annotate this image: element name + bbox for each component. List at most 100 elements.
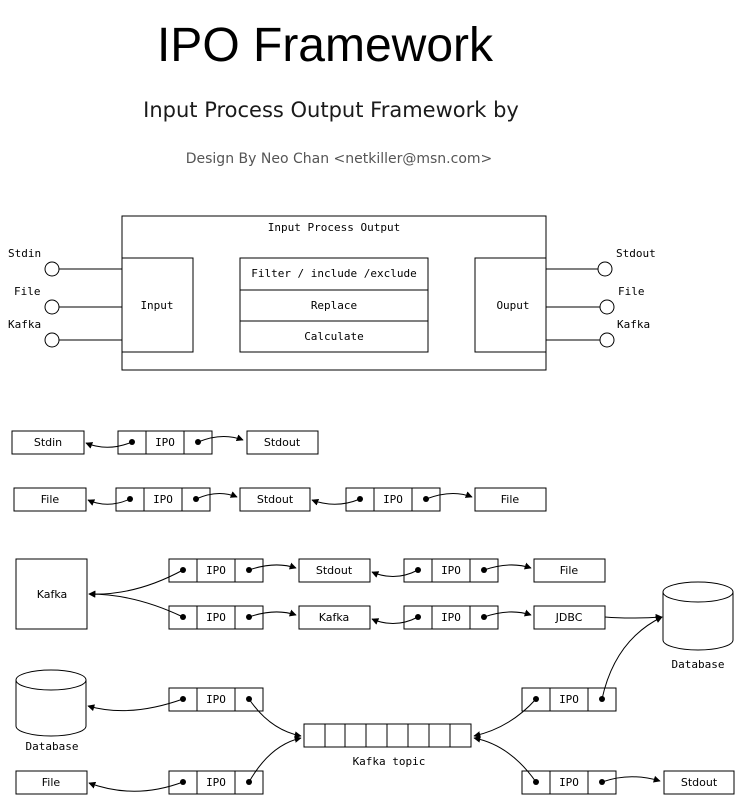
- database-label: Database: [26, 740, 79, 753]
- flow-arrow: [197, 434, 244, 443]
- file-node-label: File: [560, 564, 579, 577]
- input-box: [121, 257, 194, 353]
- file-node: [533, 558, 606, 583]
- author-credit: Design By Neo Chan <netkiller@msn.com>: [185, 151, 493, 167]
- flow-arrow: [604, 613, 663, 621]
- ipo-unit: IPO: [117, 430, 213, 455]
- kafka-node-label: Kafka: [37, 588, 68, 601]
- database-left: Database: [15, 669, 87, 753]
- output-label-file: File: [618, 285, 645, 298]
- flow-arrow: [483, 609, 532, 618]
- stdin-node: [11, 430, 85, 455]
- pipeline-row-1: Stdin IPO Stdout: [11, 430, 319, 455]
- overview-block: Input Process Output Input Ouput Filter …: [8, 215, 656, 371]
- ipo-unit: IPO: [168, 770, 264, 795]
- input-port-stdin: [44, 261, 60, 277]
- ipo-unit: IPO: [168, 558, 264, 583]
- pipeline-row-2: File IPO Stdout IPO File: [13, 487, 547, 512]
- flow-arrow: [248, 562, 297, 571]
- flow-arrow: [483, 562, 532, 571]
- flow-arrow: [195, 491, 238, 500]
- ipo-label: IPO: [383, 493, 403, 506]
- input-label-kafka: Kafka: [8, 318, 41, 331]
- flow-arrow: [601, 775, 661, 783]
- stdout-node-label: Stdout: [681, 776, 718, 789]
- stdout-node: [663, 770, 735, 795]
- file-node: [13, 487, 87, 512]
- flow-arrow: [248, 735, 302, 783]
- input-label: Input: [140, 299, 173, 312]
- kafka-node: [298, 605, 371, 630]
- ipo-label: IPO: [206, 564, 226, 577]
- ipo-label: IPO: [441, 564, 461, 577]
- stdout-node-label: Stdout: [264, 436, 301, 449]
- file-node-label: File: [41, 493, 60, 506]
- output-label-stdout: Stdout: [616, 247, 656, 260]
- ipo-label: IPO: [559, 693, 579, 706]
- output-port-stdout: [597, 261, 613, 277]
- kafka-topic-label: Kafka topic: [353, 755, 426, 768]
- flow-arrow: [88, 590, 184, 618]
- input-label-file: File: [14, 285, 41, 298]
- flow-arrow: [248, 698, 302, 739]
- ipo-label: IPO: [206, 693, 226, 706]
- input-port-kafka: [44, 332, 60, 348]
- kafka-node: [15, 558, 88, 630]
- output-port-kafka: [599, 332, 615, 348]
- overview-frame: [121, 215, 547, 371]
- process-step-filter: Filter / include /exclude: [251, 267, 417, 280]
- ipo-label: IPO: [206, 776, 226, 789]
- output-label-kafka: Kafka: [617, 318, 650, 331]
- stdout-node-label: Stdout: [257, 493, 294, 506]
- stdout-node: [298, 558, 371, 583]
- process-step-calculate: Calculate: [304, 330, 364, 343]
- overview-title: Input Process Output: [268, 221, 400, 234]
- kafka-topic-queue: Kafka topic: [303, 723, 472, 768]
- stdout-node: [239, 487, 311, 512]
- jdbc-node-label: JDBC: [555, 611, 583, 624]
- flow-arrow: [87, 498, 131, 506]
- stdout-node-label: Stdout: [316, 564, 353, 577]
- ipo-unit: IPO: [168, 605, 264, 630]
- input-label-stdin: Stdin: [8, 247, 41, 260]
- flow-arrow: [371, 616, 419, 625]
- page-title: IPO Framework: [156, 19, 494, 72]
- process-step-replace: Replace: [311, 299, 357, 312]
- flow-arrow: [371, 569, 419, 578]
- output-box: [474, 257, 547, 353]
- input-port-file: [44, 299, 60, 315]
- kafka-node-label: Kafka: [319, 611, 350, 624]
- flow-arrow: [473, 735, 537, 783]
- flow-arrow: [88, 781, 184, 792]
- stdout-node: [246, 430, 319, 455]
- database-label: Database: [672, 658, 725, 671]
- flow-arrow: [248, 609, 297, 618]
- ipo-unit: IPO: [521, 770, 617, 795]
- ipo-unit: IPO: [168, 687, 264, 712]
- ipo-label: IPO: [155, 436, 175, 449]
- flow-arrow: [601, 616, 663, 700]
- stdin-node-label: Stdin: [34, 436, 62, 449]
- ipo-unit: IPO: [521, 687, 617, 712]
- output-port-file: [599, 299, 615, 315]
- database-right: Database: [662, 581, 734, 671]
- file-node: [474, 487, 547, 512]
- ipo-label: IPO: [441, 611, 461, 624]
- flow-arrow: [473, 698, 537, 739]
- hub-arrows: [87, 616, 663, 792]
- file-node-label: File: [501, 493, 520, 506]
- file-node: [15, 770, 88, 795]
- page-subtitle: Input Process Output Framework by: [143, 98, 519, 122]
- flow-arrow: [311, 498, 361, 506]
- kafka-pipelines: Kafka IPO Stdout IPO File IPO: [15, 558, 663, 630]
- flow-arrow: [85, 441, 133, 449]
- ipo-label: IPO: [153, 493, 173, 506]
- flow-arrow: [425, 491, 473, 500]
- ipo-label: IPO: [206, 611, 226, 624]
- output-label: Ouput: [496, 299, 529, 312]
- flow-arrow: [87, 698, 184, 712]
- process-step-box: [239, 320, 429, 353]
- ipo-label: IPO: [559, 776, 579, 789]
- file-node-label: File: [42, 776, 61, 789]
